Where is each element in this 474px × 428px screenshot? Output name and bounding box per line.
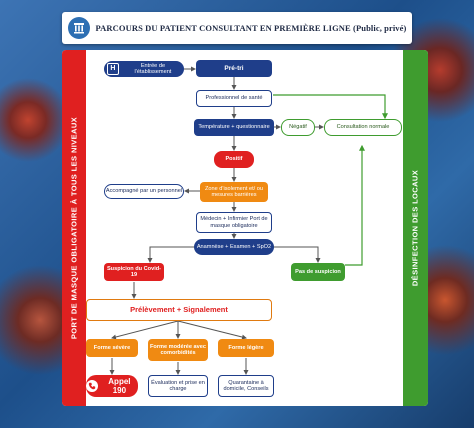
pretri-node: Pré-tri xyxy=(196,60,272,77)
forme-severe-node: Forme sévère xyxy=(86,339,138,357)
quarantaine-node: Quarantaine à domicile, Conseils xyxy=(218,375,274,397)
medecin-node: Médecin + Infirmier Port de masque oblig… xyxy=(196,212,272,233)
negatif-node: Négatif xyxy=(281,119,315,136)
pillar-logo-icon xyxy=(68,17,90,39)
header-banner: PARCOURS DU PATIENT CONSULTANT EN PREMIÈ… xyxy=(62,12,412,44)
hospital-icon: H xyxy=(107,63,119,75)
consultation-node: Consultation normale xyxy=(324,119,402,136)
appel-190-node: Appel 190 xyxy=(86,375,138,397)
page-title: PARCOURS DU PATIENT CONSULTANT EN PREMIÈ… xyxy=(95,23,407,33)
entree-node: H Entrée de l'établissement xyxy=(104,61,184,77)
forme-moderee-node: Forme modérée avec comorbidités xyxy=(148,339,208,361)
left-side-bar xyxy=(62,50,86,406)
accompagne-node: Accompagné par un personnel xyxy=(104,184,184,199)
phone-icon xyxy=(86,380,98,392)
pas-suspicion-node: Pas de suspicion xyxy=(291,263,345,281)
forme-legere-node: Forme légère xyxy=(218,339,274,357)
appel-label: Appel 190 xyxy=(108,376,131,395)
evaluation-node: Évaluation et prise en charge xyxy=(148,375,208,397)
suspicion-node: Suspicion du Covid-19 xyxy=(104,263,164,281)
right-side-bar xyxy=(403,50,428,406)
anamnese-node: Anamnèse + Examen + SpO2 xyxy=(194,239,274,255)
professionnel-node: Professionnel de santé xyxy=(196,90,272,107)
positif-node: Positif xyxy=(214,151,254,168)
prelevement-node: Prélèvement + Signalement xyxy=(86,299,272,321)
zone-isolement-node: Zone d'isolement et/ ou mesures barrière… xyxy=(200,182,268,202)
temperature-node: Température + questionnaire xyxy=(194,119,274,136)
entree-label: Entrée de l'établissement xyxy=(134,62,172,75)
